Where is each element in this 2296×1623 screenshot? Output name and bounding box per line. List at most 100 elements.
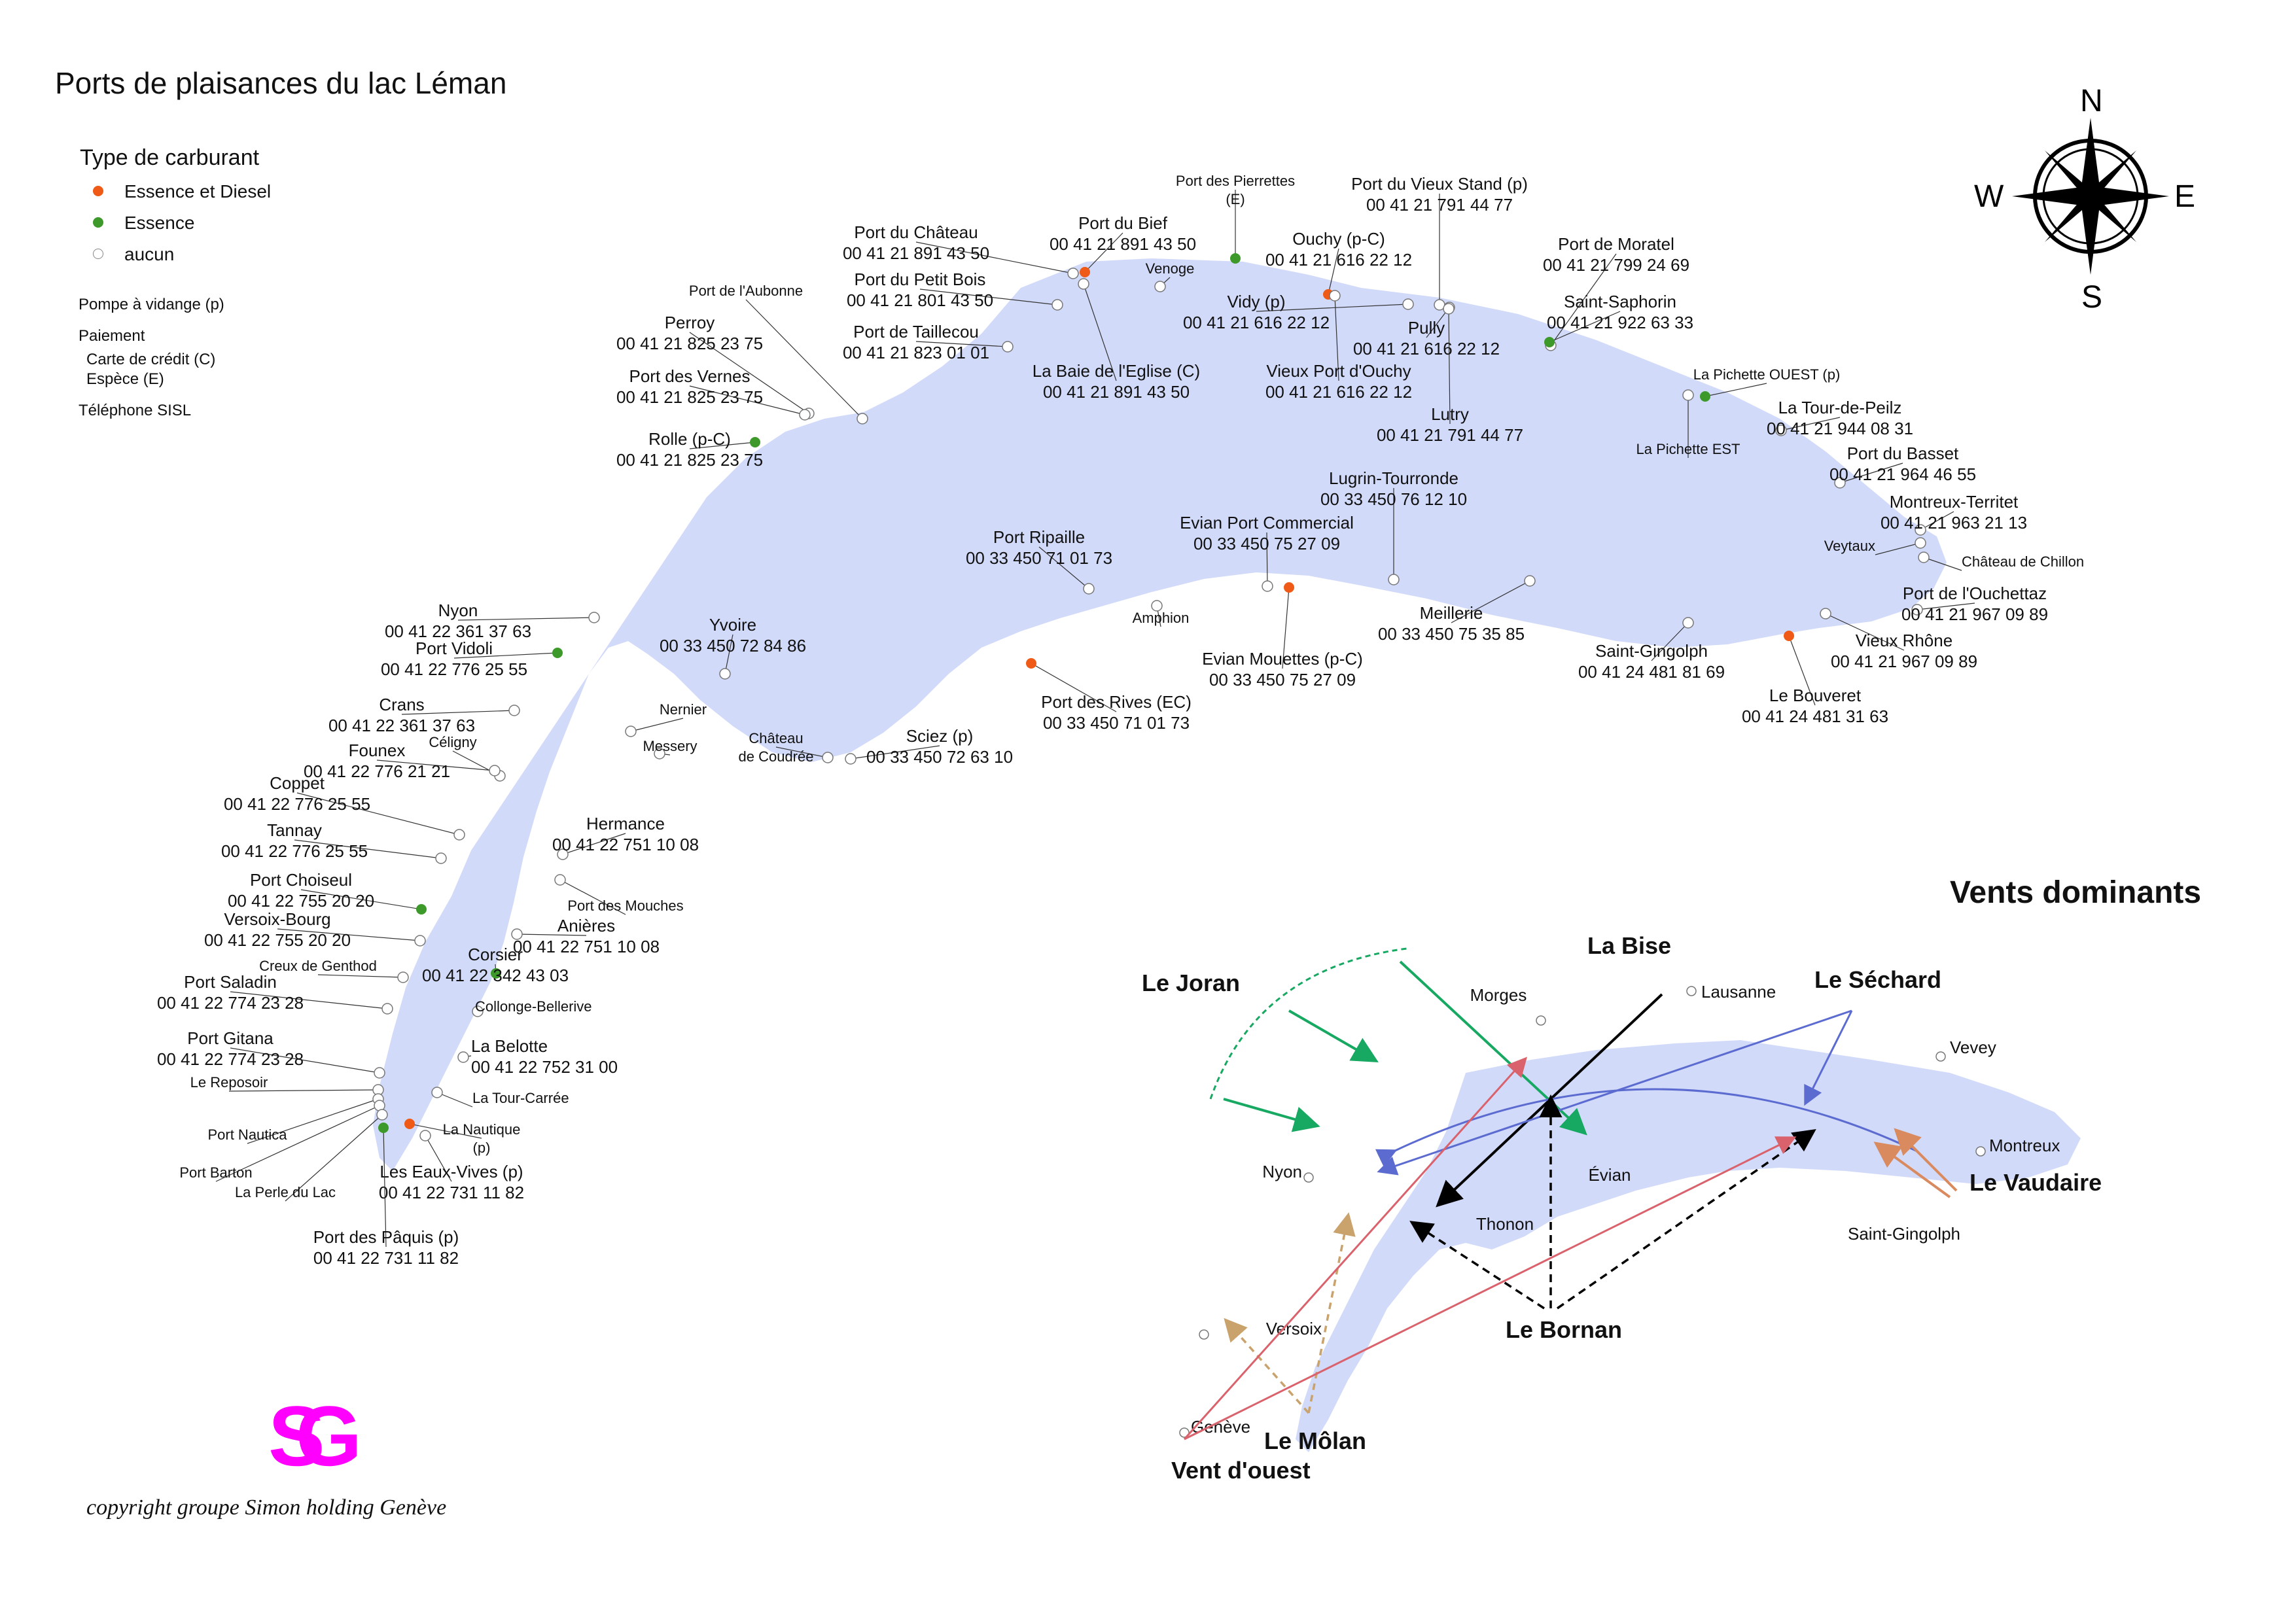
port-marker[interactable] <box>376 1109 388 1121</box>
port-phone: 00 41 21 616 22 12 <box>1265 250 1412 270</box>
vent-ouest-arrow-1 <box>1183 1056 1528 1440</box>
port-marker[interactable] <box>1682 389 1694 401</box>
port-marker[interactable] <box>1262 580 1273 592</box>
port-marker[interactable] <box>857 413 868 425</box>
port-marker[interactable] <box>1002 341 1014 353</box>
port-marker[interactable] <box>1918 551 1930 563</box>
port-marker[interactable] <box>588 612 600 623</box>
leader-line <box>383 1127 387 1248</box>
port-marker[interactable] <box>419 1130 431 1142</box>
port-name: Port des Pâquis (p) <box>313 1227 459 1247</box>
port-name: Port Barton <box>179 1164 252 1181</box>
port-marker[interactable] <box>416 904 427 915</box>
port-marker[interactable] <box>1402 298 1414 310</box>
place-name: Saint-Gingolph <box>1848 1224 1960 1244</box>
leader-line <box>689 442 756 449</box>
port-marker[interactable] <box>431 1087 443 1098</box>
port-name: Perroy <box>665 313 715 332</box>
svg-text:G: G <box>296 1388 362 1484</box>
port-marker[interactable] <box>719 668 731 680</box>
port-marker[interactable] <box>654 748 665 759</box>
port-marker[interactable] <box>1230 253 1241 264</box>
port-name: Nernier <box>660 701 707 718</box>
leader-line <box>562 833 626 855</box>
port-name: Coppet <box>270 773 325 793</box>
port-marker[interactable] <box>374 1067 385 1079</box>
port-marker[interactable] <box>1083 583 1095 595</box>
port-marker[interactable] <box>1784 631 1794 641</box>
port-marker[interactable] <box>1911 604 1923 616</box>
port-name: Port de l'Aubonne <box>689 283 803 299</box>
port-marker[interactable] <box>1080 267 1090 277</box>
port-marker[interactable] <box>799 409 811 421</box>
vent-ouest-arrow-2 <box>1184 1136 1797 1440</box>
place-marker <box>1199 1329 1209 1340</box>
leader-line <box>1875 542 1921 555</box>
port-phone: 00 41 21 964 46 55 <box>1829 464 1976 484</box>
place-marker <box>1303 1172 1314 1183</box>
leader-line <box>1549 311 1621 343</box>
port-marker[interactable] <box>435 852 447 864</box>
port-marker[interactable] <box>511 928 523 940</box>
port-marker[interactable] <box>491 968 501 979</box>
port-marker[interactable] <box>472 1005 484 1017</box>
port-name: Port de Moratel <box>1558 234 1674 254</box>
port-phone: 00 41 21 791 44 77 <box>1366 195 1513 215</box>
port-name: Château de Chillon <box>1962 553 2084 570</box>
port-marker[interactable] <box>1151 600 1163 612</box>
port-marker[interactable] <box>1284 582 1294 593</box>
port-marker[interactable] <box>1700 391 1710 402</box>
port-phone: 00 33 450 75 35 85 <box>1378 624 1525 644</box>
compass-rose: N S E W <box>1974 84 2195 315</box>
port-marker[interactable] <box>457 1051 469 1063</box>
port-marker[interactable] <box>1443 303 1455 315</box>
leader-line <box>277 928 421 941</box>
port-marker[interactable] <box>822 752 834 763</box>
leader-line <box>1550 253 1617 346</box>
port-name: Founex <box>349 741 406 760</box>
port-marker[interactable] <box>1388 574 1400 585</box>
port-name: Port Gitana <box>187 1028 274 1048</box>
port-marker[interactable] <box>1067 268 1079 279</box>
port-marker[interactable] <box>1915 524 1926 536</box>
port-marker[interactable] <box>625 725 637 737</box>
port-marker[interactable] <box>1820 608 1831 620</box>
port-marker[interactable] <box>845 753 857 765</box>
port-marker[interactable] <box>750 437 760 447</box>
port-phone: 00 41 21 825 23 75 <box>616 387 763 407</box>
port-marker[interactable] <box>397 971 409 983</box>
le-joran-arrow-2 <box>1288 1009 1379 1062</box>
port-marker[interactable] <box>1834 477 1846 489</box>
port-phone: 00 41 21 801 43 50 <box>847 290 993 310</box>
port-marker[interactable] <box>378 1123 389 1133</box>
leader-line <box>689 332 809 414</box>
port-marker[interactable] <box>453 829 465 841</box>
port-marker[interactable] <box>1915 537 1926 549</box>
port-marker[interactable] <box>554 874 566 886</box>
port-marker[interactable] <box>1026 658 1036 669</box>
port-marker[interactable] <box>1682 617 1694 629</box>
port-phone: 00 41 22 342 43 03 <box>422 966 569 985</box>
port-marker[interactable] <box>489 765 501 777</box>
port-marker[interactable] <box>1051 299 1063 311</box>
port-marker[interactable] <box>404 1119 415 1129</box>
port-marker[interactable] <box>557 848 569 860</box>
port-marker[interactable] <box>1154 281 1166 292</box>
port-marker[interactable] <box>1775 425 1787 436</box>
port-marker[interactable] <box>508 705 520 716</box>
port-phone: 00 33 450 72 63 10 <box>866 747 1013 767</box>
sg-logo: S G <box>268 1388 362 1484</box>
port-marker[interactable] <box>1524 575 1536 587</box>
port-marker[interactable] <box>1329 290 1341 302</box>
port-phone: 00 41 22 774 23 28 <box>157 993 304 1013</box>
leader-line <box>1780 417 1841 431</box>
port-phone: 00 41 22 751 10 08 <box>513 937 660 956</box>
leader-line <box>228 1089 379 1092</box>
port-name: Amphion <box>1133 610 1190 626</box>
port-marker[interactable] <box>552 648 563 658</box>
port-name: Vieux Port d'Ouchy <box>1266 361 1411 381</box>
port-marker[interactable] <box>1544 337 1555 347</box>
port-marker[interactable] <box>381 1003 393 1015</box>
port-marker[interactable] <box>1078 278 1089 290</box>
port-marker[interactable] <box>414 935 426 947</box>
